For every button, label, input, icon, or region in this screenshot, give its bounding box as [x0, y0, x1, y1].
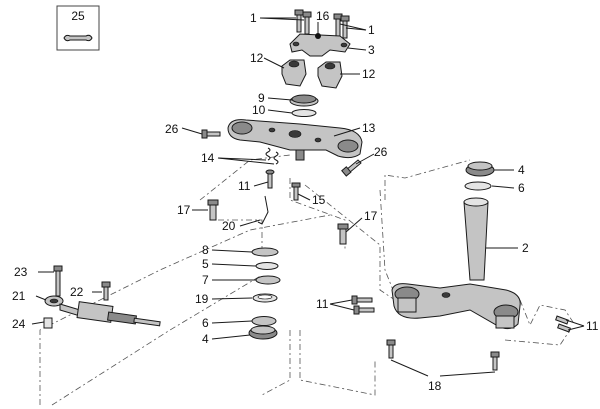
- lower-bearing-stack: [248, 247, 281, 340]
- callout-15: 15: [312, 193, 326, 207]
- callout-5: 5: [202, 257, 209, 271]
- callout-4-lower: 4: [202, 332, 209, 346]
- callout-6-top: 6: [518, 181, 525, 195]
- upper-bearing-stack: [464, 161, 495, 191]
- callout-26-right: 26: [374, 145, 388, 159]
- callout-12-left: 12: [250, 51, 264, 65]
- screw-15: [291, 182, 301, 201]
- callout-3: 3: [368, 43, 375, 57]
- steering-nut-and-washer: [289, 94, 319, 117]
- leader-lines: [31, 17, 585, 377]
- upper-triple-clamp: [227, 119, 363, 161]
- handlebar-clamp-top: [289, 33, 351, 57]
- bolts-18: [386, 339, 500, 371]
- bolts-11-lower: [351, 295, 571, 333]
- callout-25: 25: [71, 9, 85, 23]
- assembly-guide-lines: [39, 154, 576, 406]
- callout-20: 20: [222, 219, 236, 233]
- callout-9: 9: [258, 91, 265, 105]
- callout-10: 10: [252, 103, 266, 117]
- bolts-17: [207, 199, 349, 245]
- callout-11-right: 11: [586, 319, 599, 333]
- callout-13: 13: [362, 121, 376, 135]
- lower-triple-clamp-with-stem: [391, 197, 521, 330]
- callout-26-left: 26: [165, 122, 179, 136]
- clamp-blocks: [281, 59, 343, 89]
- callout-1-top-left: 1: [250, 11, 257, 25]
- callout-11-pin: 11: [238, 179, 251, 193]
- callout-17-left: 17: [177, 203, 191, 217]
- callout-18: 18: [428, 379, 442, 393]
- callout-6-lower: 6: [202, 316, 209, 330]
- callout-4-top: 4: [518, 163, 525, 177]
- steering-damper: [43, 265, 161, 329]
- callout-17-right: 17: [364, 209, 378, 223]
- bolt-26-left: [201, 129, 221, 139]
- top-bolts: [294, 9, 350, 39]
- callout-24: 24: [12, 317, 26, 331]
- detent-springs: [265, 147, 279, 189]
- hook-20: [257, 195, 269, 225]
- callout-2: 2: [522, 241, 529, 255]
- callout-1-top-right: 1: [368, 23, 375, 37]
- inset-box-25: 25: [56, 5, 100, 51]
- callout-11-left: 11: [316, 297, 329, 311]
- callout-19: 19: [195, 292, 209, 306]
- callout-8: 8: [202, 243, 209, 257]
- callout-12-right: 12: [362, 67, 376, 81]
- callout-7: 7: [202, 273, 209, 287]
- callout-23: 23: [14, 265, 28, 279]
- callout-16: 16: [316, 9, 330, 23]
- callout-21: 21: [12, 289, 26, 303]
- callout-numbers: 1 16 1 3 12 12 9 10 26 13 26 14 11 15 17…: [12, 9, 599, 393]
- callout-14: 14: [201, 151, 215, 165]
- callout-22: 22: [70, 285, 84, 299]
